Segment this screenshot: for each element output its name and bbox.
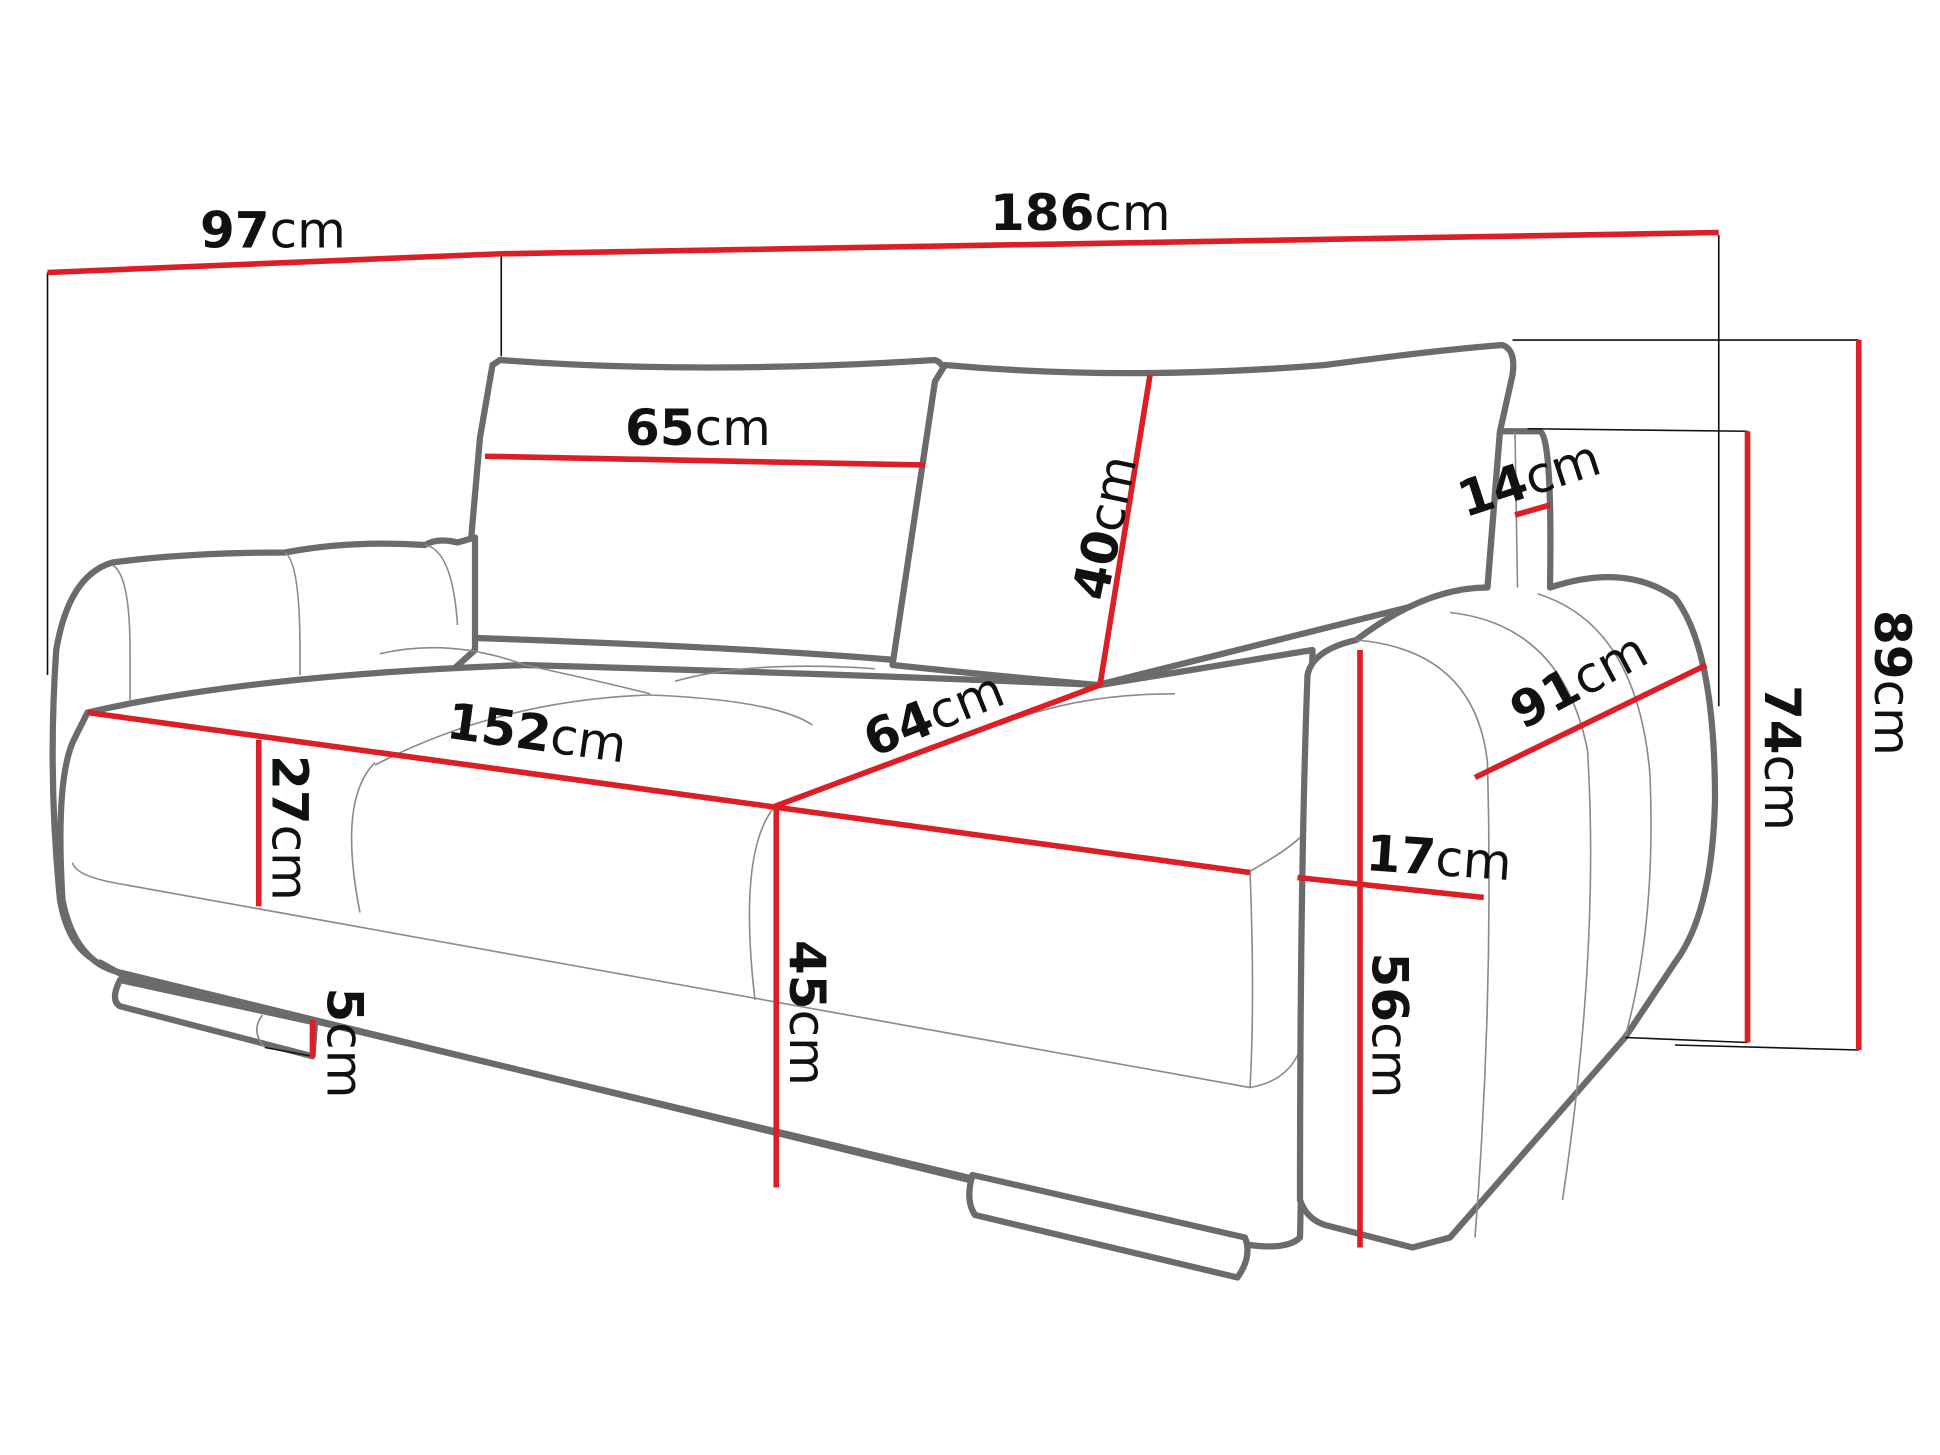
label-cushion-width: 65cm <box>625 399 771 457</box>
label-leg-height: 5cm <box>316 988 374 1099</box>
label-width-total: 186cm <box>990 184 1171 242</box>
seat-front <box>57 646 1316 1250</box>
label-seat-cushion-thickness: 27cm <box>261 755 319 901</box>
dim-line-91 <box>1473 662 1708 781</box>
label-cushion-height: 40cm <box>1061 450 1148 605</box>
sofa-drawing <box>49 341 1719 1281</box>
dim-line-14 <box>1514 502 1551 518</box>
leg-left <box>111 976 319 1060</box>
label-height-total: 89cm <box>1863 610 1921 756</box>
label-seat-height: 45cm <box>778 940 836 1086</box>
right-armrest <box>1296 428 1719 1251</box>
leg-right <box>966 1171 1251 1281</box>
guide-lines <box>46 235 1859 1058</box>
dim-line-97-186 <box>47 229 1719 276</box>
label-depth-total: 97cm <box>200 202 346 260</box>
dim-line-17 <box>1297 874 1485 901</box>
label-seat-width: 152cm <box>443 692 630 775</box>
dim-line-152 <box>87 709 1251 876</box>
label-armrest-width: 17cm <box>1364 824 1513 892</box>
dimension-labels: 97cm 186cm 65cm 40cm 14cm 89cm 74cm 91cm… <box>200 184 1921 1099</box>
back-cushion-right <box>889 341 1517 689</box>
label-armrest-height: 56cm <box>1361 953 1419 1099</box>
dimension-lines <box>47 229 1862 1248</box>
label-backrest-height: 74cm <box>1753 685 1811 831</box>
dim-line-40 <box>1097 374 1153 686</box>
dim-line-65 <box>484 453 926 468</box>
dim-line-64 <box>774 682 1101 809</box>
